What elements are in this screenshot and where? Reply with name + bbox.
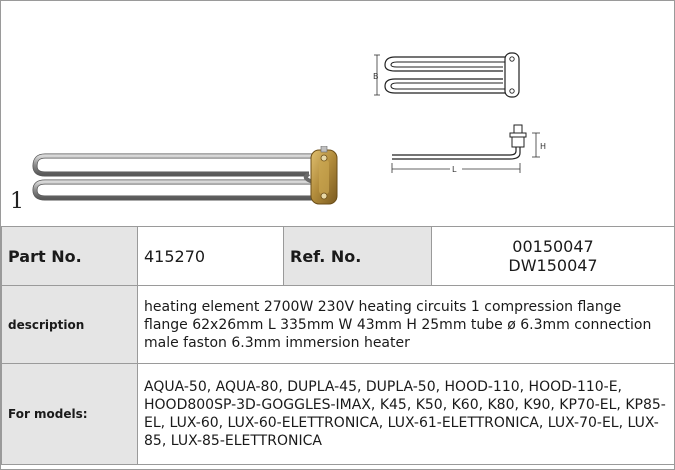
description-label: description [1,285,138,364]
table-row: For models: AQUA-50, AQUA-80, DUPLA-45, … [1,363,675,465]
ref-no-value: 00150047 [512,237,594,256]
part-no-label: Part No. [1,226,138,286]
dimension-label-b: B [373,72,379,81]
ref-no-values: 00150047 DW150047 [431,226,675,286]
heating-element-photo [32,146,338,205]
models-value: AQUA-50, AQUA-80, DUPLA-45, DUPLA-50, HO… [137,363,675,465]
description-value: heating element 2700W 230V heating circu… [137,285,675,364]
figure-number: 1 [10,189,24,214]
ref-no-value: DW150047 [508,256,598,275]
product-image-area: 1 [1,1,674,226]
dimension-label-l: L [452,165,457,174]
top-view-schematic: B [373,52,520,98]
ref-no-label: Ref. No. [283,226,432,286]
spec-table: Part No. 415270 Ref. No. 00150047 DW1500… [1,226,675,465]
table-row: description heating element 2700W 230V h… [1,285,675,364]
models-label: For models: [1,363,138,465]
part-no-value: 415270 [137,226,284,286]
side-view-schematic: H L [391,124,546,174]
dimension-label-h: H [540,142,546,151]
table-row: Part No. 415270 Ref. No. 00150047 DW1500… [1,226,675,286]
